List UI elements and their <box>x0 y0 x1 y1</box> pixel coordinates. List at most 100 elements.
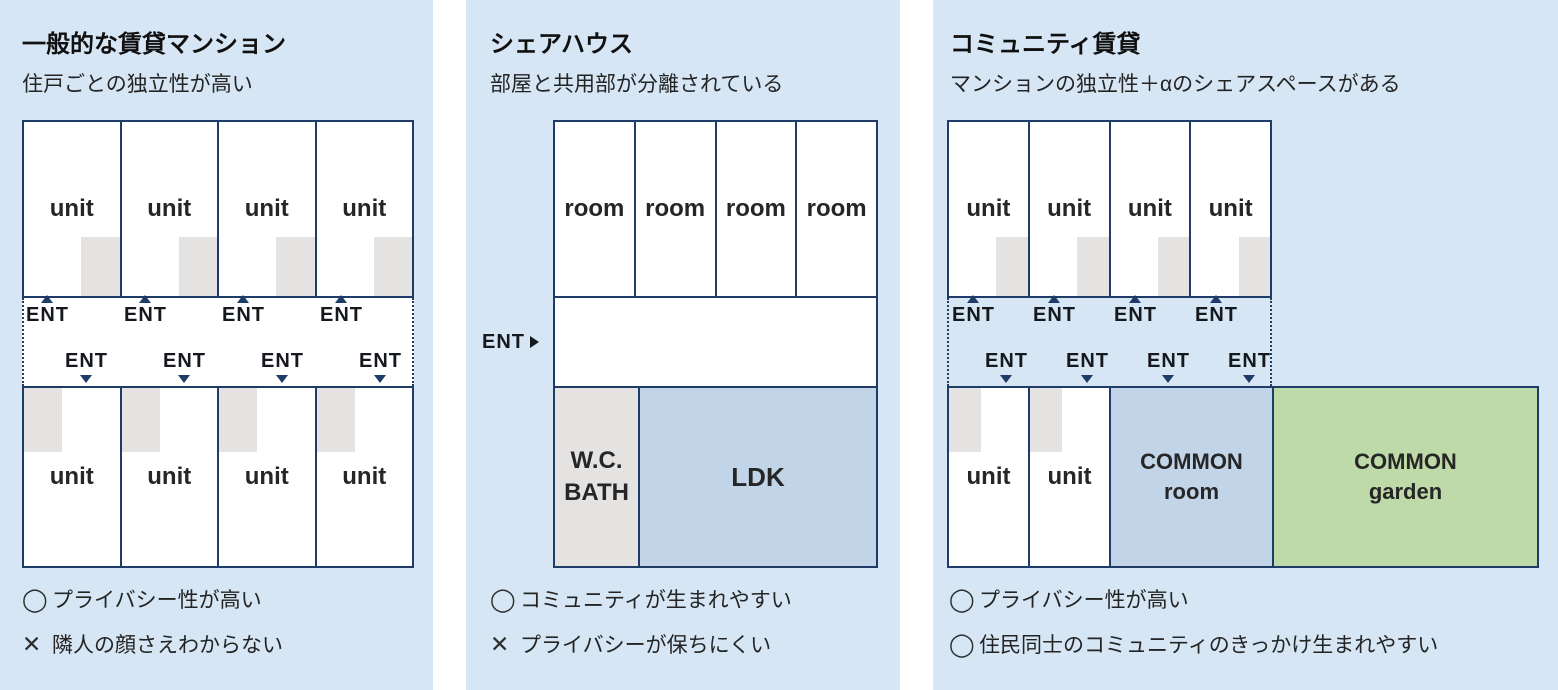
entrance-arrow-up-icon <box>41 295 53 303</box>
entrance-arrow-right-icon <box>530 336 539 348</box>
entrance-alcove <box>24 388 63 453</box>
unit-label: unit <box>342 195 387 222</box>
entrance-label: ENT <box>1195 295 1238 327</box>
entrance-label: ENT <box>985 350 1028 383</box>
panel-subtitle: 部屋と共用部が分離されている <box>490 73 784 96</box>
unit-label: unit <box>1127 195 1172 222</box>
point-text: プライバシー性が高い <box>52 589 262 612</box>
point-item: ✕ 隣人の顔さえわからない <box>22 629 283 659</box>
entrance-label: ENT <box>222 295 265 327</box>
point-text: プライバシーが保ちにくい <box>520 634 772 657</box>
unit-label: unit <box>147 195 192 222</box>
point-text: コミュニティが生まれやすい <box>520 589 792 612</box>
point-text: プライバシー性が高い <box>979 589 1189 612</box>
entrance-arrow-down-icon <box>1243 375 1255 383</box>
entrance-arrow-down-icon <box>374 375 386 383</box>
entrance-alcove <box>121 388 160 453</box>
unit-box: unit <box>949 122 1028 296</box>
unit-box: unit <box>314 388 412 566</box>
unit-row-top: unit unit unit unit <box>22 120 414 298</box>
entrance-label: ENT <box>261 350 304 383</box>
room-label: room <box>645 195 706 222</box>
entrance-alcove <box>81 236 120 296</box>
entrance-label: ENT <box>163 350 206 383</box>
ldk-box: LDK <box>638 388 876 566</box>
unit-box: unit <box>217 122 315 296</box>
entrance-arrow-up-icon <box>1129 295 1141 303</box>
entrance-arrow-up-icon <box>237 295 249 303</box>
unit-box: unit <box>1027 122 1109 296</box>
entrance-arrow-up-icon <box>139 295 151 303</box>
common-room-label-line2: room <box>1164 479 1219 504</box>
unit-label: unit <box>244 463 289 490</box>
entrance-alcove <box>276 236 315 296</box>
common-row: W.C.BATH LDK <box>553 386 878 568</box>
unit-box: unit <box>119 122 217 296</box>
panel-subtitle: 住戸ごとの独立性が高い <box>22 73 253 96</box>
entrance-arrow-down-icon <box>80 375 92 383</box>
unit-box: unit <box>1108 122 1190 296</box>
unit-box: unit <box>24 388 120 566</box>
entrance-arrow-down-icon <box>276 375 288 383</box>
entrance-label: ENT <box>1114 295 1157 327</box>
unit-label: unit <box>147 463 192 490</box>
wc-bath-box: W.C.BATH <box>555 388 638 566</box>
unit-box: unit <box>119 388 217 566</box>
room-box: room <box>714 122 796 296</box>
unit-label: unit <box>1208 195 1253 222</box>
point-item: ◯プライバシー性が高い <box>949 584 1438 614</box>
room-label: room <box>725 195 786 222</box>
point-item: ✕プライバシーが保ちにくい <box>490 629 792 659</box>
entrance-label: ENT <box>320 295 363 327</box>
entrance-alcove <box>1238 236 1270 296</box>
circle-mark-icon: ◯ <box>949 585 975 612</box>
unit-label: unit <box>966 195 1011 222</box>
point-item: ◯プライバシー性が高い <box>22 584 283 614</box>
panel-typical-rental: 一般的な賃貸マンション 住戸ごとの独立性が高い unit unit unit u… <box>0 0 433 690</box>
entrance-alcove <box>178 236 217 296</box>
panel-community-rental: コミュニティ賃貸 マンションの独立性＋αのシェアスペースがある unit uni… <box>933 0 1558 690</box>
entrance-alcove <box>219 388 258 453</box>
circle-mark-icon: ◯ <box>490 585 516 612</box>
entrance-alcove <box>316 388 355 453</box>
entrance-alcove <box>1030 388 1062 453</box>
cross-mark-icon: ✕ <box>22 630 42 657</box>
entrance-arrow-up-icon <box>1210 295 1222 303</box>
entrance-arrow-up-icon <box>1048 295 1060 303</box>
unit-box: unit <box>1028 388 1109 566</box>
room-box: room <box>555 122 634 296</box>
entrance-alcove <box>1077 236 1109 296</box>
entrance-label: ENT <box>65 350 108 383</box>
point-text: 隣人の顔さえわからない <box>52 634 283 657</box>
entrance-alcove <box>996 236 1028 296</box>
unit-box: unit <box>217 388 315 566</box>
unit-label: unit <box>342 463 387 490</box>
ldk-label: LDK <box>731 461 785 492</box>
floor-plan-share-house: room room room room W.C.BATH LDK <box>553 120 878 568</box>
common-garden-label-line1: COMMON <box>1354 449 1457 475</box>
unit-label: unit <box>966 463 1011 490</box>
unit-label: unit <box>49 463 94 490</box>
panel-share-house: シェアハウス 部屋と共用部が分離されている ENT room room room… <box>466 0 900 690</box>
entrance-label: ENT <box>1066 350 1109 383</box>
pros-cons-list: ◯プライバシー性が高い ✕ 隣人の顔さえわからない <box>22 584 283 659</box>
entrance-arrow-down-icon <box>178 375 190 383</box>
point-text: 住民同士のコミュニティのきっかけ生まれやすい <box>979 634 1439 657</box>
entrance-label: ENT <box>26 295 69 327</box>
corridor: ENT ENT ENT ENT ENT ENT ENT ENT <box>22 295 414 386</box>
entrance-label: ENT <box>952 295 995 327</box>
pros-cons-list: ◯プライバシー性が高い ◯住民同士のコミュニティのきっかけ生まれやすい <box>949 584 1438 659</box>
unit-label: unit <box>1047 195 1092 222</box>
point-item: ◯住民同士のコミュニティのきっかけ生まれやすい <box>949 629 1438 659</box>
common-room-label-line1: COMMON <box>1140 449 1243 475</box>
pros-cons-list: ◯コミュニティが生まれやすい ✕プライバシーが保ちにくい <box>490 584 792 659</box>
panel-title: コミュニティ賃貸 <box>950 31 1141 58</box>
floor-plan-typical-rental: unit unit unit unit ENT ENT ENT ENT ENT … <box>22 120 414 568</box>
entrance-label: ENT <box>482 331 539 354</box>
corridor: ENT ENT ENT ENT ENT ENT ENT ENT <box>947 295 1272 386</box>
entrance-label: ENT <box>1147 350 1190 383</box>
entrance-alcove <box>1157 236 1190 296</box>
